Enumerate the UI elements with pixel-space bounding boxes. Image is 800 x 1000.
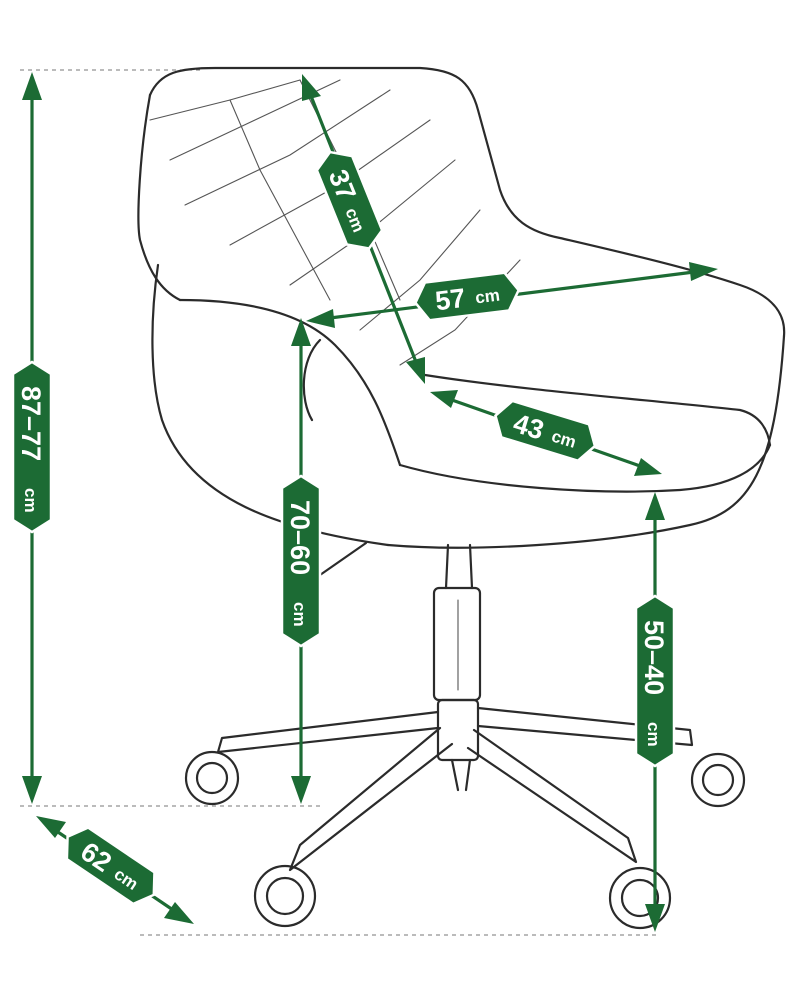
seat-height-label: 50–40 cm [634,594,676,768]
double-arrow-icon [430,390,458,408]
backrest-height-label: 37 cm [315,150,384,250]
double-arrow-icon [645,904,665,932]
double-arrow-icon [645,492,665,520]
double-arrow-icon [302,74,321,101]
double-arrow-icon [36,816,66,838]
dimension-labels: 87–77 cm 70–60 cm 50–40 cm 62 cm 37 cm [11,150,676,906]
seat-depth-label: 43 cm [494,399,597,463]
double-arrow-icon [689,262,718,281]
chair-sketch [137,66,786,930]
seat-height-value: 50–40 [639,620,669,695]
double-arrow-icon [406,357,425,384]
armrest-height-unit: cm [290,602,309,627]
double-arrow-icon [634,458,662,476]
base-depth-label: 62 cm [65,826,156,906]
double-arrow-icon [291,776,311,804]
double-arrow-icon [164,902,194,924]
seat-width-label: 57 cm [413,271,521,322]
seat-height-unit: cm [644,722,663,747]
double-arrow-icon [22,776,42,804]
double-arrow-icon [291,318,311,346]
total-height-label: 87–77 cm [11,360,53,534]
armrest-height-value: 70–60 [285,500,315,575]
seat-width-value: 57 [434,283,467,316]
double-arrow-icon [22,72,42,100]
guide-lines [20,69,660,936]
seat-width-unit: cm [474,286,501,308]
armrest-height-label: 70–60 cm [280,474,322,648]
total-height-unit: cm [21,488,40,513]
double-arrow-icon [306,309,335,328]
total-height-value: 87–77 [16,386,46,461]
